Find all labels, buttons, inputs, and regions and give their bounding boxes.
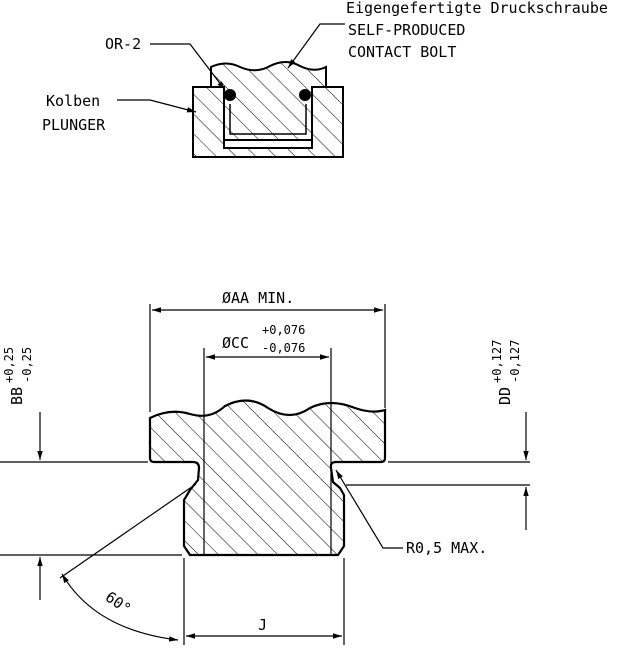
dim-bb-tol-upper: +0,25 (2, 347, 16, 383)
radius-label: R0,5 MAX. (406, 539, 487, 557)
top-detail: Eigengefertigte Druckschraube SELF-PRODU… (42, 0, 608, 158)
bolt-leader (287, 23, 345, 69)
angle-label: 60° (102, 588, 135, 618)
dim-cc-tol-lower: -0,076 (262, 341, 305, 355)
oring-leader (150, 43, 226, 91)
plunger-label-en: PLUNGER (42, 116, 106, 134)
dim-bb-label: BB (8, 387, 26, 405)
plunger-leader (117, 99, 197, 113)
dim-dd-tol-upper: +0,127 (490, 340, 504, 383)
screw-label-de: Eigengefertigte Druckschraube (346, 0, 608, 17)
screw-label-en-2: CONTACT BOLT (348, 43, 456, 61)
radius-leader (335, 469, 403, 549)
angle-arc (61, 573, 179, 642)
dim-dd-tol-lower: -0,127 (508, 340, 522, 383)
dim-bb-tol-lower: -0,25 (20, 347, 34, 383)
oring-left (224, 89, 236, 101)
dim-dd-label: DD (496, 387, 514, 405)
plunger-profile (148, 399, 387, 557)
oring-label: OR-2 (105, 35, 141, 53)
plunger-label-de: Kolben (46, 92, 100, 110)
dim-cc-tol-upper: +0,076 (262, 323, 305, 337)
dim-aa-label: ØAA MIN. (222, 289, 294, 307)
oring-right (299, 89, 311, 101)
bottom-detail: ØAA MIN. ØCC +0,076 -0,076 BB +0,25 -0,2… (0, 289, 530, 645)
screw-label-en-1: SELF-PRODUCED (348, 21, 465, 39)
dim-cc-label: ØCC (222, 334, 249, 352)
dim-j-label: J (258, 616, 267, 634)
